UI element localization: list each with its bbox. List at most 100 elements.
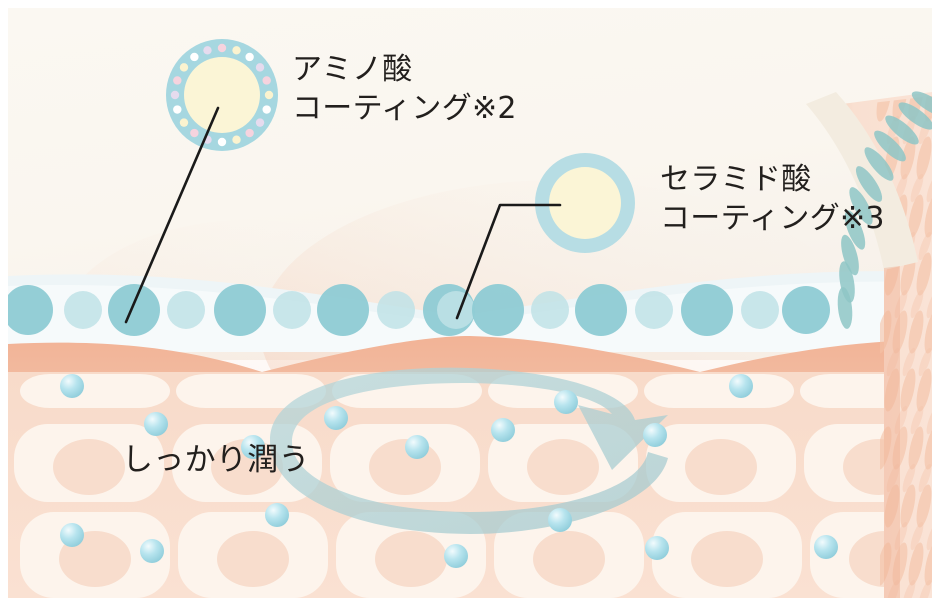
side-wall-cell [926,289,932,319]
surface-cell [782,286,830,334]
moisture-droplet [265,503,289,527]
side-edge-surface-cell [911,91,932,117]
capsule-core [184,57,260,133]
capsule-group [166,39,635,253]
capsule-dot [232,135,241,144]
capsule-dot [190,52,199,62]
side-wall-cell [902,579,916,598]
side-wall-cell [892,426,908,470]
dermis-cell [644,374,794,408]
amino-capsule [166,39,278,151]
capsule-dot [255,63,265,72]
surface-cell [472,284,524,336]
side-wall-inner-shade [884,266,900,598]
side-wall-cell [916,484,932,528]
side-wall-cell [902,347,916,377]
side-wall-cell [908,426,924,470]
side-wall-cell [918,347,932,377]
moisture-droplet [324,406,348,430]
side-wall-cell [918,579,932,598]
moisture-droplet [444,544,468,568]
capsule-dot [203,46,212,55]
moisture-droplet [729,374,753,398]
side-wall-cell [876,542,892,586]
side-edge-surface-cell [885,115,919,145]
side-wall-cell [892,542,908,586]
moisture-droplet [814,535,838,559]
ceramide-acid-coating-label: セラミド酸 コーティング※3 [660,162,885,236]
leader-line-group [124,106,562,324]
moisture-droplet [643,423,667,447]
side-wall-cell [932,579,940,610]
ceramide-capsule [535,153,635,253]
surface-cell [64,291,102,329]
moisture-droplet [491,418,515,442]
dermis-cell-nucleus [691,531,763,587]
side-wall-cell [900,368,916,412]
surface-cell [741,291,779,329]
capsule-dot [264,90,274,100]
surface-cell [681,284,733,336]
dermis-cell-nucleus [685,439,757,495]
side-edge-surface-cell [855,166,883,202]
side-edge-surface-cell [874,130,906,162]
capsule-dot [179,118,189,127]
side-wall-cell [932,115,940,146]
side-wall-cell [910,405,924,435]
capsule-dot [173,105,182,114]
side-edge-surface-cell [837,287,853,329]
side-wall-cell [886,579,900,598]
surface-cell [317,284,369,336]
dermis-cell-nucleus [375,531,447,587]
moisture-droplet [144,412,168,436]
side-wall-cell [902,463,916,493]
side-wall-cell [908,310,924,354]
amino-leader [124,106,220,324]
capsule-dot [245,128,254,138]
side-wall-cell [932,231,940,262]
side-wall-cell [908,194,924,238]
moisture-label: しっかり潤う [122,442,310,478]
capsule-dot [173,76,182,85]
side-wall-cell [926,521,932,551]
dermis-cell [20,374,170,408]
side-wall-cell [876,310,892,354]
moisture-droplets [60,374,838,568]
capsule-dot [255,118,265,127]
side-wall-cell [910,521,924,551]
side-wall-cell [884,368,900,412]
amino-acid-coating-label: アミノ酸 コーティング※2 [292,52,517,126]
side-wall-cell [916,136,932,180]
side-edge-surface-cell [841,234,859,276]
side-wall-cell [916,252,932,296]
moisture-droplet [241,435,265,459]
side-edge-surface-cell [844,210,866,250]
dermis-cell-nucleus [53,439,125,495]
moisture-droplet [548,508,572,532]
side-wall-cell [924,194,932,238]
dermis-cell-nucleus [211,439,283,495]
moisture-droplet [554,390,578,414]
capsule-dot [232,46,241,55]
skin-side-wall [806,91,940,610]
capsule-dot [217,137,227,147]
moisture-droplet [405,435,429,459]
dermis-cell-nucleus [217,531,289,587]
side-wall-cell [910,173,924,203]
surface-cell [531,291,569,329]
surface-cell [635,291,673,329]
capsule-dot [262,76,271,85]
side-wall-cell [886,347,900,377]
moisture-droplet [60,374,84,398]
surface-cell-row [8,284,830,336]
side-wall-cell [924,310,932,354]
side-wall-cell [900,136,916,180]
side-wall-surface-cells [837,91,932,329]
side-wall-cell [894,521,908,551]
side-wall-cell [926,173,932,203]
capsule-dot [245,52,254,62]
dermis-cell-nucleus [533,531,605,587]
side-wall-cell [924,426,932,470]
